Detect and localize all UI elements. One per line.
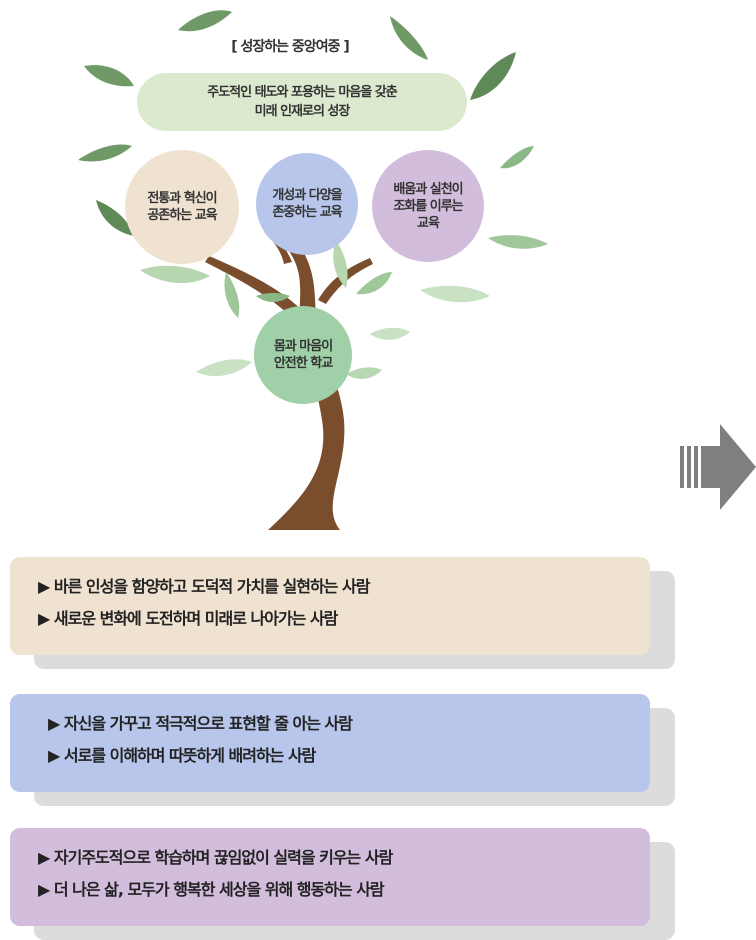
leaf-icon bbox=[420, 285, 490, 303]
vision-line-1: 주도적인 태도와 포용하는 마음을 갖춘 bbox=[207, 85, 397, 100]
goal-item: ▶ 자신을 가꾸고 적극적으로 표현할 줄 아는 사람 bbox=[48, 714, 353, 733]
leaf-icon bbox=[356, 272, 392, 295]
leaf-icon bbox=[500, 146, 534, 169]
tree-trunk bbox=[268, 226, 345, 530]
goal-box-2: ▶ 자신을 가꾸고 적극적으로 표현할 줄 아는 사람 ▶ 서로를 이해하며 따… bbox=[10, 694, 675, 806]
goal-item: ▶ 자기주도적으로 학습하며 끊임없이 실력을 키우는 사람 bbox=[38, 848, 393, 867]
goal-box-panel: ▶ 바른 인성을 함양하고 도덕적 가치를 실현하는 사람 ▶ 새로운 변화에 … bbox=[10, 557, 650, 655]
circle-learning-practice: 배움과 실천이 조화를 이루는 교육 bbox=[372, 150, 484, 262]
goal-item: ▶ 새로운 변화에 도전하며 미래로 나아가는 사람 bbox=[38, 609, 338, 628]
goal-item: ▶ 서로를 이해하며 따뜻하게 배려하는 사람 bbox=[48, 746, 316, 765]
goal-box-1: ▶ 바른 인성을 함양하고 도덕적 가치를 실현하는 사람 ▶ 새로운 변화에 … bbox=[10, 557, 675, 669]
leaf-icon bbox=[470, 52, 516, 100]
leaf-icon bbox=[140, 265, 210, 284]
tree-illustration bbox=[78, 10, 548, 530]
leaf-icon bbox=[178, 10, 232, 32]
leaf-icon bbox=[84, 65, 134, 87]
right-arrow-icon bbox=[680, 424, 756, 510]
vision-box: 주도적인 태도와 포용하는 마음을 갖춘 미래 인재로의 성장 bbox=[137, 73, 467, 131]
leaf-icon bbox=[346, 367, 382, 379]
leaf-icon bbox=[196, 359, 252, 377]
circle-label: 안전한 학교 bbox=[273, 356, 333, 371]
goal-item: ▶ 더 나은 삶, 모두가 행복한 세상을 위해 행동하는 사람 bbox=[38, 880, 385, 899]
circle-individuality-diversity: 개성과 다양을 존중하는 교육 bbox=[256, 153, 358, 255]
leaf-icon bbox=[488, 235, 548, 249]
circle-label: 배움과 실천이 bbox=[393, 181, 463, 197]
circle-tradition-innovation: 전통과 혁신이 공존하는 교육 bbox=[125, 150, 239, 264]
goal-box-3: ▶ 자기주도적으로 학습하며 끊임없이 실력을 키우는 사람 ▶ 더 나은 삶,… bbox=[10, 828, 675, 940]
goal-box-panel: ▶ 자신을 가꾸고 적극적으로 표현할 줄 아는 사람 ▶ 서로를 이해하며 따… bbox=[10, 694, 650, 792]
circle-label: 조화를 이루는 bbox=[393, 198, 463, 214]
leaf-icon bbox=[224, 272, 240, 318]
leaf-icon bbox=[370, 327, 410, 340]
circle-label: 개성과 다양을 bbox=[272, 188, 342, 203]
circle-label: 전통과 혁신이 bbox=[147, 191, 217, 206]
leaf-icon bbox=[96, 200, 134, 236]
vision-line-2: 미래 인재로의 성장 bbox=[254, 104, 351, 119]
leaf-icon bbox=[256, 293, 290, 302]
diagram-title: [ 성장하는 중앙여중 ] bbox=[231, 39, 349, 55]
circle-label: 존중하는 교육 bbox=[272, 205, 342, 220]
goal-item: ▶ 바른 인성을 함양하고 도덕적 가치를 실현하는 사람 bbox=[38, 577, 370, 596]
goal-box-panel: ▶ 자기주도적으로 학습하며 끊임없이 실력을 키우는 사람 ▶ 더 나은 삶,… bbox=[10, 828, 650, 926]
leaf-icon bbox=[333, 240, 348, 288]
circle-label: 공존하는 교육 bbox=[147, 208, 217, 223]
circle-label: 교육 bbox=[417, 215, 440, 231]
leaf-icon bbox=[78, 144, 132, 162]
circle-safe-school: 몸과 마음이 안전한 학교 bbox=[254, 306, 352, 404]
circle-label: 몸과 마음이 bbox=[273, 339, 333, 354]
leaf-icon bbox=[390, 16, 428, 60]
